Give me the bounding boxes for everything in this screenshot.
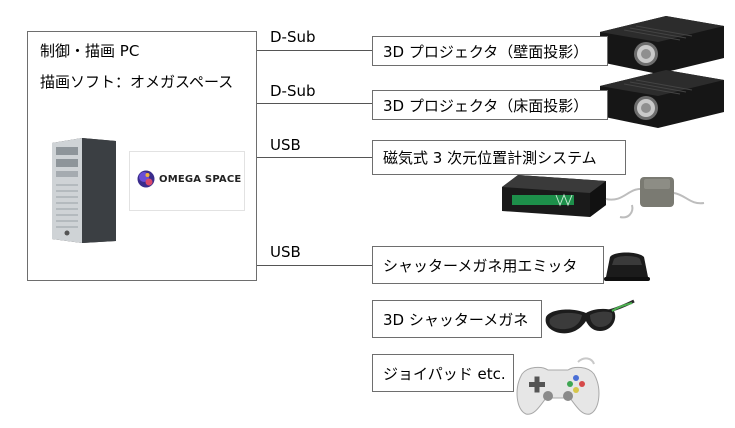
device-box: 3D プロジェクタ（壁面投影） (372, 36, 608, 66)
omega-space-logo-text: OMEGA SPACE (159, 174, 242, 185)
port-label: D-Sub (270, 82, 316, 100)
connection-line (257, 157, 372, 158)
device-box: 3D シャッターメガネ (372, 300, 542, 338)
port-label: USB (270, 136, 301, 154)
port-label: D-Sub (270, 28, 316, 46)
projector-icon (600, 16, 724, 74)
gamepad-icon (516, 357, 600, 415)
emitter-icon (604, 252, 650, 281)
connection-line (257, 50, 372, 51)
pc-tower-icon (52, 138, 116, 243)
software-label: 描画ソフト：オメガスペース (40, 73, 234, 91)
connection-line (257, 103, 372, 104)
projector-icon (600, 70, 724, 128)
device-box: 3D プロジェクタ（床面投影） (372, 90, 608, 120)
port-label: USB (270, 243, 301, 261)
device-box: 磁気式 3 次元位置計測システム (372, 140, 626, 175)
pc-box (27, 31, 257, 281)
tracker-icon (502, 175, 705, 219)
device-box: ジョイパッド etc. (372, 354, 514, 392)
pc-label: 制御・描画 PC (40, 42, 140, 60)
connection-line (257, 265, 372, 266)
omega-space-logo-icon (137, 170, 155, 188)
device-box: シャッターメガネ用エミッタ (372, 246, 604, 284)
glasses-icon (545, 299, 635, 334)
